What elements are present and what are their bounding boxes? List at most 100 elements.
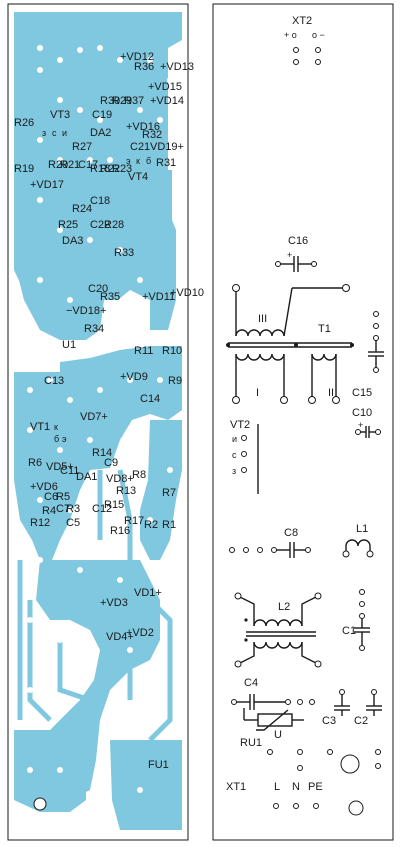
label-vt1-b: б bbox=[54, 434, 59, 444]
label-r32: R32 bbox=[142, 129, 162, 141]
label-r4: R4 bbox=[42, 505, 56, 517]
vt2-transistor bbox=[241, 424, 259, 494]
label-r30: R30 bbox=[100, 95, 120, 107]
copper-mid bbox=[14, 346, 182, 560]
label-r3: R3 bbox=[66, 503, 80, 515]
winding-3-label: III bbox=[258, 313, 267, 325]
c10-capacitor: + bbox=[355, 420, 381, 438]
label-da2: DA2 bbox=[90, 127, 111, 139]
mounting-hole-right-bottom bbox=[348, 800, 364, 816]
label-c18: C18 bbox=[90, 195, 110, 207]
copper-bottom-right bbox=[110, 740, 182, 830]
label-r13: R13 bbox=[116, 485, 136, 497]
label-r37: R37 bbox=[124, 95, 144, 107]
xt1-pe: PE bbox=[308, 781, 323, 793]
c15-label: C15 bbox=[352, 387, 372, 399]
xt1-l: L bbox=[274, 781, 280, 793]
label-r15: R15 bbox=[104, 499, 124, 511]
label-vd17: +VD17 bbox=[30, 179, 64, 191]
label-r11: R11 bbox=[134, 345, 153, 357]
label-vd3: +VD3 bbox=[100, 597, 128, 609]
label-vt3: VT3 bbox=[50, 109, 70, 121]
label-r23: R23 bbox=[112, 163, 132, 175]
label-vd16: +VD16 bbox=[126, 121, 160, 133]
label-r20: R20 bbox=[48, 159, 68, 171]
label-vt3-s: с bbox=[52, 128, 57, 138]
vt2-label: VT2 bbox=[230, 419, 250, 431]
label-c19: C19 bbox=[92, 109, 112, 121]
label-r33: R33 bbox=[114, 247, 134, 259]
l1-inductor bbox=[342, 539, 374, 558]
label-vd13: +VD13 bbox=[160, 61, 194, 73]
label-r36: R36 bbox=[134, 61, 154, 73]
right-board: XT2 + о о − C16 + T1 III I II bbox=[212, 3, 394, 841]
c8-label: C8 bbox=[284, 527, 298, 539]
label-da1: DA1 bbox=[76, 471, 97, 483]
copper-big-square bbox=[134, 170, 172, 230]
label-r8: R8 bbox=[132, 469, 146, 481]
label-c14: C14 bbox=[140, 393, 160, 405]
label-c13: C13 bbox=[44, 375, 64, 387]
l1-label: L1 bbox=[356, 523, 368, 535]
label-r7: R7 bbox=[162, 487, 176, 499]
label-vd7: VD7+ bbox=[80, 411, 108, 423]
label-c9: C9 bbox=[104, 457, 118, 469]
ru1-label: RU1 bbox=[240, 737, 262, 749]
right-board-outline bbox=[212, 3, 394, 841]
l2-choke bbox=[234, 592, 322, 668]
label-vt3-z: з bbox=[42, 128, 46, 138]
label-vd18: −VD18+ bbox=[66, 305, 106, 317]
label-vt3-i: и bbox=[62, 128, 67, 138]
left-pads bbox=[27, 45, 173, 793]
label-c21: C21 bbox=[130, 141, 150, 153]
xt2-minus: о − bbox=[312, 30, 325, 40]
c1-label: C1 bbox=[342, 625, 356, 637]
vt2-z: з bbox=[232, 466, 236, 476]
label-vd8: VD8+ bbox=[106, 473, 134, 485]
label-r34: R34 bbox=[84, 323, 104, 335]
left-board bbox=[7, 3, 189, 841]
copper-upper bbox=[14, 12, 182, 340]
label-r31: R31 bbox=[156, 157, 176, 169]
label-vd10: +VD10 bbox=[170, 287, 204, 299]
label-r16: R16 bbox=[110, 525, 130, 537]
c3-capacitor bbox=[334, 689, 350, 716]
copper-bottom bbox=[14, 730, 86, 812]
label-r25: R25 bbox=[58, 219, 78, 231]
label-r1: R1 bbox=[162, 519, 176, 531]
label-r17: R17 bbox=[124, 515, 144, 527]
c2-label: C2 bbox=[354, 715, 368, 727]
label-vt4-k: к bbox=[136, 156, 140, 166]
c1-capacitor bbox=[354, 589, 370, 651]
label-vd4: VD4+ bbox=[106, 631, 134, 643]
ru1-varistor bbox=[243, 708, 304, 731]
l2-label: L2 bbox=[278, 601, 290, 613]
label-vd11: +VD11 bbox=[142, 291, 175, 303]
label-vt1-e: э bbox=[62, 434, 67, 444]
label-vt4: VT4 bbox=[128, 171, 148, 183]
copper-right-mid bbox=[140, 420, 182, 560]
xt1-terminals bbox=[273, 803, 319, 809]
label-r29: R29 bbox=[112, 95, 132, 107]
label-r28: R28 bbox=[104, 219, 124, 231]
svg-text:+: + bbox=[287, 250, 292, 260]
label-r2: R2 bbox=[144, 519, 158, 531]
winding-2-label: II bbox=[328, 387, 334, 399]
c10-label: C10 bbox=[352, 407, 372, 419]
mounting-hole-right bbox=[340, 754, 360, 774]
label-r14: R14 bbox=[92, 447, 112, 459]
vt2-i: и bbox=[232, 434, 237, 444]
label-r5: R5 bbox=[56, 491, 70, 503]
label-u1: U1 bbox=[62, 339, 76, 351]
label-vd2: +VD2 bbox=[126, 627, 154, 639]
label-r22: R22 bbox=[100, 163, 120, 175]
label-vd14: +VD14 bbox=[150, 95, 184, 107]
label-r35: R35 bbox=[100, 291, 120, 303]
label-c11: C11 bbox=[60, 465, 79, 477]
label-r26: R26 bbox=[14, 117, 34, 129]
label-r24: R24 bbox=[72, 203, 92, 215]
label-r27: R27 bbox=[72, 141, 92, 153]
xt2-plus: + о bbox=[284, 30, 297, 40]
